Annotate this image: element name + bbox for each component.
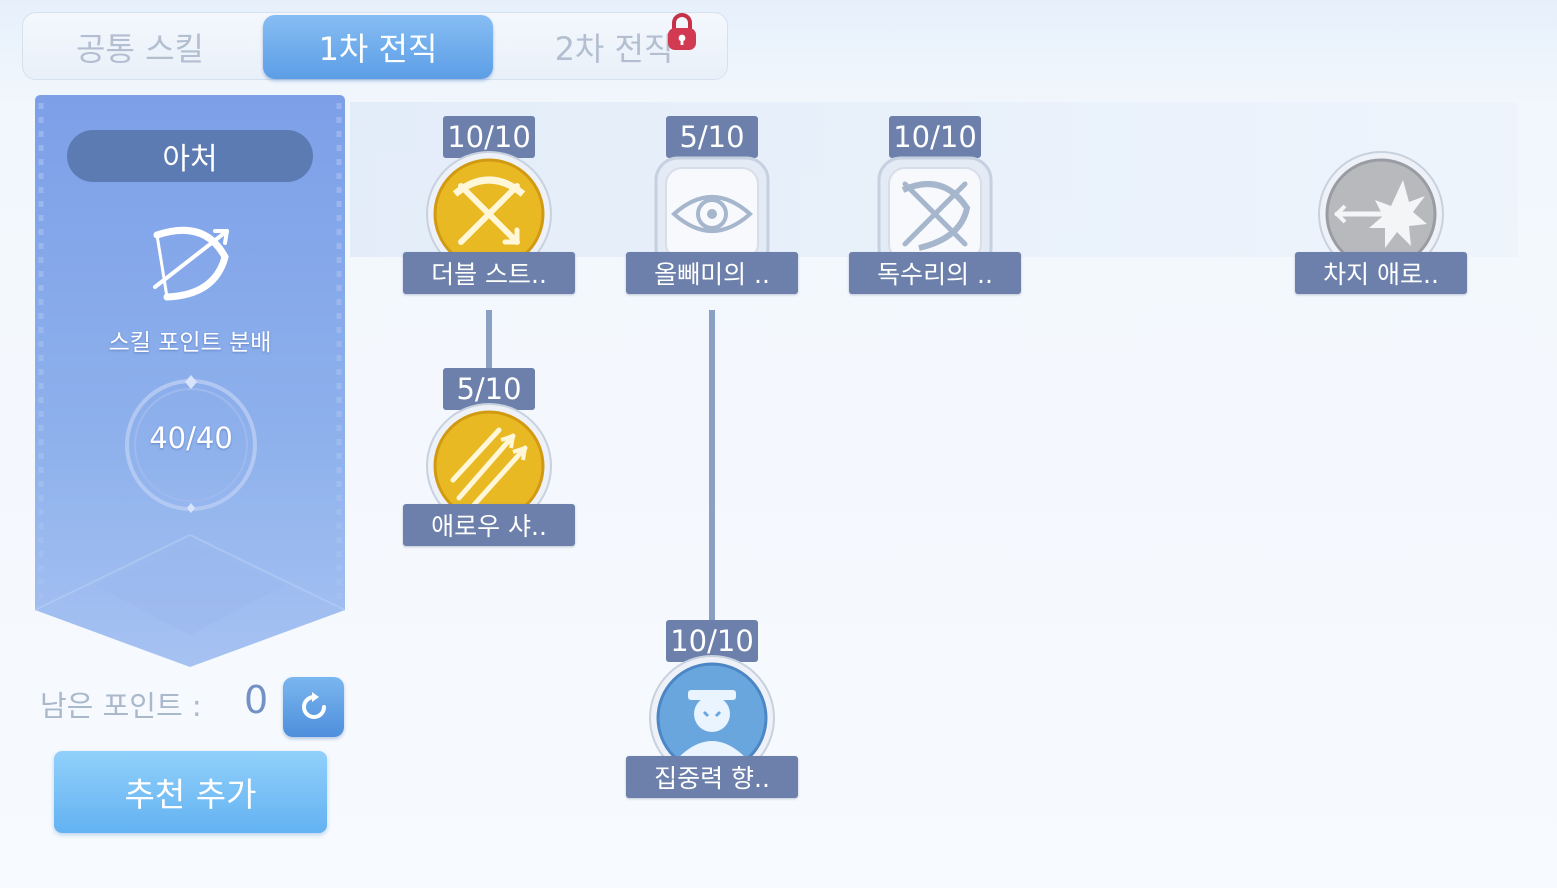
skill-level: 10/10 [666, 620, 758, 662]
bow-icon [153, 226, 229, 301]
connector-line [486, 310, 492, 372]
skill-name: 집중력 향.. [626, 756, 798, 798]
skill-node-arrow-shower: 5/10 애로우 샤.. [403, 368, 575, 558]
skill-points-label: 스킬 포인트 분배 [108, 330, 272, 356]
skill-node-eagle-eye: 10/10 독수리의 .. [849, 116, 1021, 306]
job-name: 아처 [67, 130, 313, 182]
skill-level: 5/10 [443, 368, 535, 410]
skill-node-improve-concentration: 10/10 집중력 향.. [626, 620, 798, 810]
bow-crossed-icon[interactable] [871, 150, 999, 278]
skill-level: 5/10 [666, 116, 758, 158]
skill-level: 10/10 [889, 116, 981, 158]
reset-points-button[interactable] [283, 677, 344, 737]
lock-icon [668, 13, 696, 50]
bow-crossed-icon[interactable] [425, 150, 553, 278]
job-tab-bar: 공통 스킬 1차 전직 2차 전직 [22, 12, 728, 80]
skill-name: 독수리의 .. [849, 252, 1021, 294]
focus-archer-icon[interactable] [648, 654, 776, 782]
arrow-shower-icon[interactable] [425, 402, 553, 530]
tab-second-job[interactable]: 2차 전직 [554, 30, 674, 68]
recommend-add-button[interactable]: 추천 추가 [54, 751, 327, 833]
tab-common-skill[interactable]: 공통 스킬 [76, 30, 204, 68]
skill-name: 애로우 샤.. [403, 504, 575, 546]
skill-points-ring [125, 375, 257, 513]
skill-name: 차지 애로.. [1295, 252, 1467, 294]
skill-level: 10/10 [443, 116, 535, 158]
remaining-points-label: 남은 포인트 : [40, 689, 202, 723]
charge-arrow-icon[interactable] [1317, 150, 1445, 278]
connector-line [709, 310, 715, 625]
skill-node-double-strafe: 10/10 더블 스트.. [403, 116, 575, 306]
job-info-panel: 아처 스킬 포인트 분배 40/40 [35, 95, 345, 670]
skill-points-value: 40/40 [149, 421, 233, 455]
skill-name: 더블 스트.. [403, 252, 575, 294]
refresh-icon [301, 692, 326, 719]
skill-name: 올빼미의 .. [626, 252, 798, 294]
tab-first-job[interactable]: 1차 전직 [263, 15, 493, 79]
remaining-points-value: 0 [244, 678, 269, 722]
skill-node-owls-eye: 5/10 올빼미의 .. [626, 116, 798, 306]
skill-node-charge-arrow: 차지 애로.. [1295, 116, 1467, 306]
